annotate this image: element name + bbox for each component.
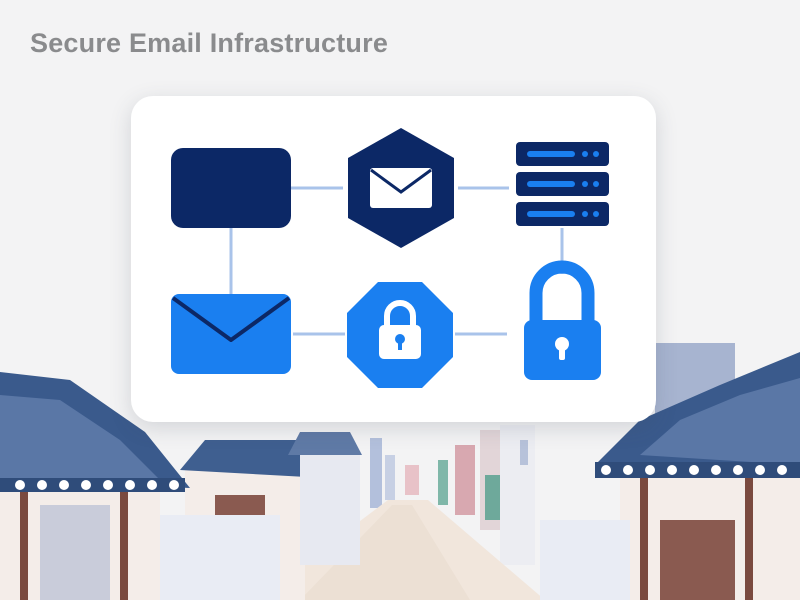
hanok-left-window xyxy=(40,505,110,600)
roof-left-far xyxy=(288,432,362,455)
eave-left xyxy=(0,478,185,492)
connector-lines xyxy=(229,186,564,336)
page-title: Secure Email Infrastructure xyxy=(30,28,389,58)
eave-lanterns-right xyxy=(601,465,787,475)
far-building xyxy=(385,455,395,500)
far-building xyxy=(485,475,503,520)
eave-lanterns-left xyxy=(15,480,179,490)
hanok-right-post xyxy=(745,478,753,600)
diagram-card xyxy=(131,96,656,422)
envelope-icon xyxy=(171,294,291,374)
infrastructure-diagram xyxy=(171,128,609,388)
street-road-shade xyxy=(300,505,470,600)
hanok-left-post xyxy=(20,492,28,600)
roof-right-hanok-shade xyxy=(640,378,800,465)
building-left-far xyxy=(300,455,360,565)
roof-left-mid xyxy=(180,440,325,478)
client-box-icon xyxy=(171,148,291,228)
right-wall xyxy=(540,520,630,600)
hanok-left-post xyxy=(120,492,128,600)
far-building xyxy=(520,440,528,465)
far-building xyxy=(405,465,419,495)
far-building xyxy=(500,425,535,565)
roof-left-hanok-shade xyxy=(0,395,160,480)
far-building xyxy=(370,438,382,508)
server-stack-icon xyxy=(516,142,609,226)
far-building xyxy=(438,460,448,505)
padlock-icon xyxy=(524,260,601,380)
lock-octagon-icon xyxy=(347,282,453,388)
hanok-right-post xyxy=(640,478,648,600)
left-wall xyxy=(140,515,280,600)
envelope-hexagon-icon xyxy=(348,128,454,248)
hanok-right-door xyxy=(660,520,735,600)
far-building xyxy=(455,445,475,515)
